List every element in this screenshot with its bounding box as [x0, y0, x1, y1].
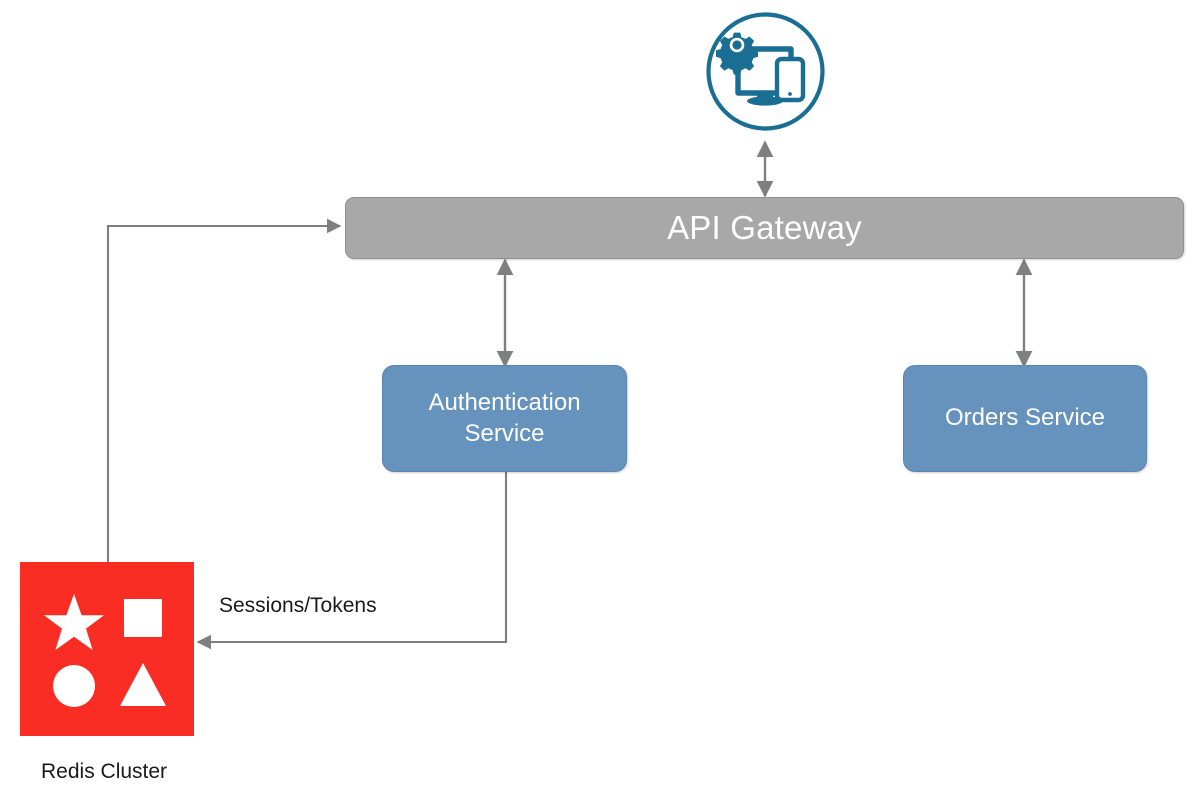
square-shape — [124, 599, 162, 637]
redis-cluster-node[interactable] — [20, 562, 194, 736]
redis-cluster-caption: Redis Cluster — [41, 760, 168, 783]
api-gateway-label: API Gateway — [667, 208, 862, 246]
edge-redis-gateway — [106, 218, 342, 562]
tablet-home-dot — [788, 92, 792, 96]
monitor-base — [747, 96, 783, 106]
orders-service-label: Orders Service — [944, 404, 1106, 432]
api-gateway-node[interactable]: API Gateway — [345, 197, 1184, 259]
sessions-tokens-edge-label: Sessions/Tokens — [219, 594, 377, 617]
gear-icon — [716, 32, 758, 75]
circle-shape — [53, 665, 95, 707]
orders-service-node[interactable]: Orders Service — [903, 365, 1147, 472]
client-devices-icon — [705, 11, 826, 132]
monitor-stand — [757, 93, 773, 99]
authentication-service-node[interactable]: Authentication Service — [382, 365, 627, 472]
tablet-icon — [774, 56, 806, 103]
triangle-shape — [120, 663, 166, 706]
circle-outline — [706, 12, 825, 131]
authentication-service-label: Authentication Service — [428, 388, 581, 447]
edge-auth-redis — [196, 472, 508, 650]
star-shape — [44, 594, 104, 650]
